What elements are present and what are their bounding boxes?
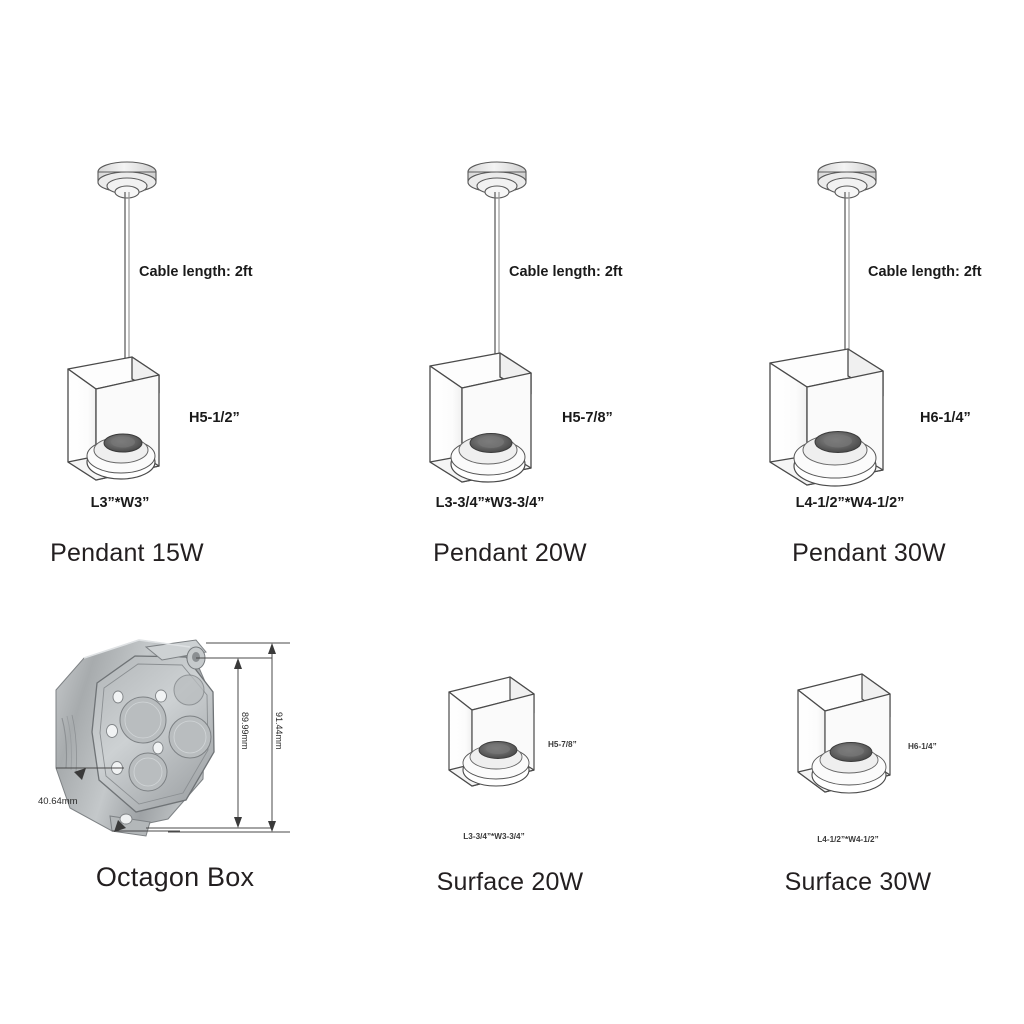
knockout-highlights [124,701,207,787]
suspension-cable [844,192,850,352]
height-label-surface-30w: H6-1/4” [908,742,937,751]
product-title-surface-30w: Surface 30W [784,868,932,896]
product-title-octagon-box: Octagon Box [95,862,255,892]
product-title-pendant-15w: Pendant 15W [50,539,204,567]
gimbal-trim [462,741,530,787]
gimbal-trim [450,433,526,483]
height-label-surface-20w: H5-7/8” [548,740,577,749]
canopy [97,161,157,199]
surface-20w-drawing [448,676,535,787]
height-label-pendant-30w: H6-1/4” [920,410,971,426]
pendant-20w-drawing [429,161,532,483]
height-label-pendant-15w: H5-1/2” [189,410,240,426]
pendant-30w-drawing [769,161,884,487]
footprint-label-surface-30w: L4-1/2”*W4-1/2” [817,835,879,844]
surface-30w-drawing [797,673,891,794]
cable-length-label-pendant-20w: Cable length: 2ft [509,264,623,280]
pendant-15w-drawing [67,161,160,481]
product-title-pendant-20w: Pendant 20W [433,539,587,567]
octagon-outer-height-label: 91.44mm [274,712,284,750]
gimbal-trim [86,433,156,480]
suspension-cable [124,192,130,360]
height-label-pendant-20w: H5-7/8” [562,410,613,426]
footprint-label-pendant-20w: L3-3/4”*W3-3/4” [435,495,545,511]
product-title-pendant-30w: Pendant 30W [792,539,946,567]
dimension-lines [56,642,290,833]
knockouts [119,674,212,792]
canopy [467,161,527,199]
gimbal-trim [811,742,887,794]
dimension-arrowheads [74,643,276,832]
footprint-label-pendant-30w: L4-1/2”*W4-1/2” [795,495,905,511]
gimbal-trim [793,431,877,487]
canopy [817,161,877,199]
octagon-depth-label: 40.64mm [38,796,78,807]
footprint-label-surface-20w: L3-3/4”*W3-3/4” [463,832,525,841]
cable-length-label-pendant-30w: Cable length: 2ft [868,264,982,280]
cable-length-label-pendant-15w: Cable length: 2ft [139,264,253,280]
product-title-surface-20w: Surface 20W [436,868,584,896]
footprint-label-pendant-15w: L3”*W3” [90,495,150,511]
suspension-cable [494,192,500,358]
octagon-inner-height-label: 89.99mm [240,712,250,750]
octagon-box-drawing [55,639,290,837]
